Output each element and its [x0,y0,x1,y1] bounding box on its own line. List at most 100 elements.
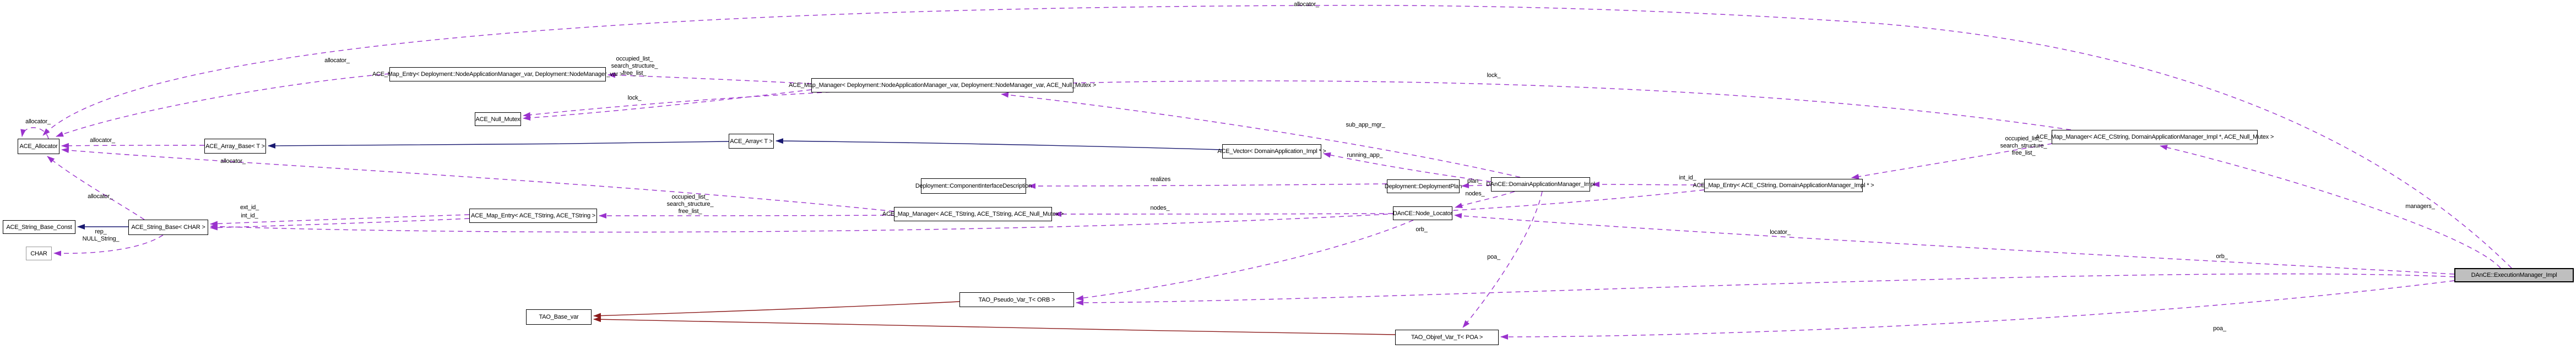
edge-label-allocator: allocator_ [1294,1,1319,8]
edge-dance-dam-to-ace-vector [1323,152,1492,182]
class-node-tao-pseudo[interactable]: TAO_Pseudo_Var_T< ORB > [959,292,1074,307]
edge-dance-dam-to-node-locator [1455,191,1515,209]
edge-label-line: allocator_ [324,57,350,64]
edge-label-managers: managers_ [2405,203,2434,210]
edge-label-line: allocator_ [220,158,246,165]
edge-label-line: free_list_ [678,208,702,215]
edge-map-entry-tstring-to-ace-string-base [210,214,470,227]
class-node-component-iface[interactable]: Deployment::ComponentInterfaceDescriptio… [915,178,1032,194]
edge-label-line: realizes [1150,176,1171,183]
class-node-ace-allocator[interactable]: ACE_Allocator [18,139,59,154]
edge-label-line: occupied_list_ [616,56,653,62]
edge-label-int_id: int_id_ [241,212,258,220]
class-node-ace-null-mutex[interactable]: ACE_Null_Mutex [475,112,521,126]
edge-label-allocator: allocator_ [25,118,51,125]
edge-ace-vector-to-ace-array [775,138,1223,150]
edge-label-allocator: allocator_ [220,158,246,165]
edge-label-sub_app_mgr: sub_app_mgr_ [1346,122,1385,129]
edge-label-line: orb_ [1416,226,1428,233]
edge-label-line: allocator_ [88,193,113,200]
edge-label-line: plan_ [1467,178,1482,184]
class-node-tao-objref[interactable]: TAO_Objref_Var_T< POA > [1395,330,1499,345]
edge-ace-array-to-ace-array-base [268,141,729,149]
edge-dance-dam-to-tao-objref [1462,191,1543,328]
edge-label-occupied_list: occupied_list_search_structure_free_list… [2000,135,2047,157]
edge-tao-objref-to-tao-base-var [593,316,1396,335]
edge-label-ext_id: ext_id_ [240,204,259,211]
edge-label-line: poa_ [1487,254,1500,260]
edge-label-line: search_structure_ [611,63,658,69]
class-node-dance-dam[interactable]: DAnCE::DomainApplicationManager_Impl [1486,177,1595,192]
edge-label-line: allocator_ [90,137,115,144]
edge-ace-array-base-to-ace-allocator [61,143,205,149]
class-node-map-manager-tstring[interactable]: ACE_Map_Manager< ACE_TString, ACE_TStrin… [882,207,1064,221]
class-node-map-entry-tstring[interactable]: ACE_Map_Entry< ACE_TString, ACE_TString … [469,209,597,223]
edge-label-line: sub_app_mgr_ [1346,122,1385,128]
edge-label-line: rep_ [95,228,107,235]
edge-label-poa: poa_ [2213,325,2226,332]
edge-label-line: orb_ [2216,253,2228,260]
edge-label-line: nodes_ [1465,190,1485,197]
edge-label-line: occupied_list_ [671,194,709,200]
edge-label-occupied_list: occupied_list_search_structure_free_list… [667,194,714,215]
edge-label-lock: lock_ [628,95,642,102]
edge-label-line: managers_ [2405,203,2435,210]
edge-label-line: allocator_ [25,118,51,125]
edge-label-allocator: allocator_ [90,137,115,144]
edge-ace-allocator-to-ace-allocator [20,127,49,139]
edge-label-line: free_list_ [2011,150,2036,156]
edge-map-manager-node-to-map-entry-node [608,72,812,84]
class-node-ace-string-base[interactable]: ACE_String_Base< CHAR > [128,220,208,235]
edge-label-nodes: nodes_ [1466,190,1485,198]
edge-label-line: search_structure_ [666,201,714,207]
edge-dance-dam-to-deployment-plan [1461,183,1492,189]
edge-label-poa: poa_ [1487,254,1500,261]
edge-label-plan: plan_ [1467,178,1482,185]
edge-exec-mgr-to-tao-objref [1500,280,2455,340]
class-node-char[interactable]: CHAR [26,247,52,260]
edge-label-line: NULL_String_ [82,236,120,242]
edge-label-line: lock_ [627,95,642,101]
class-node-node-locator[interactable]: DAnCE::Node_Locator [1393,206,1452,220]
edge-label-line: running_app_ [1347,152,1383,159]
class-node-tao-base-var[interactable]: TAO_Base_var [526,309,592,325]
edge-label-lock: lock_ [1487,72,1501,79]
edge-label-running_app: running_app_ [1347,152,1383,159]
edge-label-orb: orb_ [1416,226,1427,233]
edge-map-manager-tstring-to-ace-allocator [61,148,894,212]
class-node-map-manager-node[interactable]: ACE_Map_Manager< Deployment::NodeApplica… [789,78,1096,92]
edge-map-entry-node-to-ace-allocator [56,73,390,137]
edge-label-line: occupied_list_ [2005,135,2042,142]
class-node-ace-array-base[interactable]: ACE_Array_Base< T > [204,139,266,154]
edge-map-entry-cstring-to-ace-string-base [210,189,1705,233]
edge-label-line: allocator_ [1294,1,1319,8]
edge-dance-dam-to-map-manager-node [1001,92,1521,178]
edge-label-int_id: int_id_ [1679,174,1696,182]
edge-label-line: locator_ [1770,229,1791,236]
class-node-deployment-plan[interactable]: Deployment::DeploymentPlan [1385,179,1462,193]
edge-map-manager-cstring-to-map-entry-cstring [1851,141,2062,179]
edge-map-manager-node-to-ace-null-mutex [523,89,812,121]
edge-map-manager-tstring-to-map-entry-tstring [599,212,894,219]
edge-map-entry-cstring-to-dance-dam [1592,182,1705,188]
edge-label-nodes: nodes_ [1151,205,1170,212]
edge-label-line: int_id_ [241,212,258,219]
edge-ace-string-base-to-char [53,234,164,256]
class-node-ace-vector[interactable]: ACE_Vector< DomainApplication_Impl * > [1217,144,1326,159]
edge-label-allocator: allocator_ [88,193,113,200]
edge-tao-pseudo-to-tao-base-var [593,301,960,319]
class-node-map-entry-node[interactable]: ACE_Map_Entry< Deployment::NodeApplicati… [372,67,623,81]
edge-label-occupied_list: occupied_list_search_structure_free_list… [611,56,658,77]
edge-label-line: search_structure_ [2000,143,2047,149]
edge-exec-mgr-to-node-locator [1454,213,2455,275]
class-node-ace-string-base-const[interactable]: ACE_String_Base_Const [3,220,75,234]
class-node-map-entry-cstring[interactable]: ACE_Map_Entry< ACE_CString, DomainApplic… [1693,179,1874,192]
edge-ace-string-base-to-ace-allocator [47,156,145,220]
edge-label-orb: orb_ [2216,253,2227,260]
class-node-exec-mgr: DAnCE::ExecutionManager_Impl [2454,268,2574,282]
class-node-ace-array[interactable]: ACE_Array< T > [729,134,774,149]
edge-node-locator-to-tao-pseudo [1076,220,1414,301]
class-node-map-manager-cstring[interactable]: ACE_Map_Manager< ACE_CString, DomainAppl… [2036,130,2274,144]
